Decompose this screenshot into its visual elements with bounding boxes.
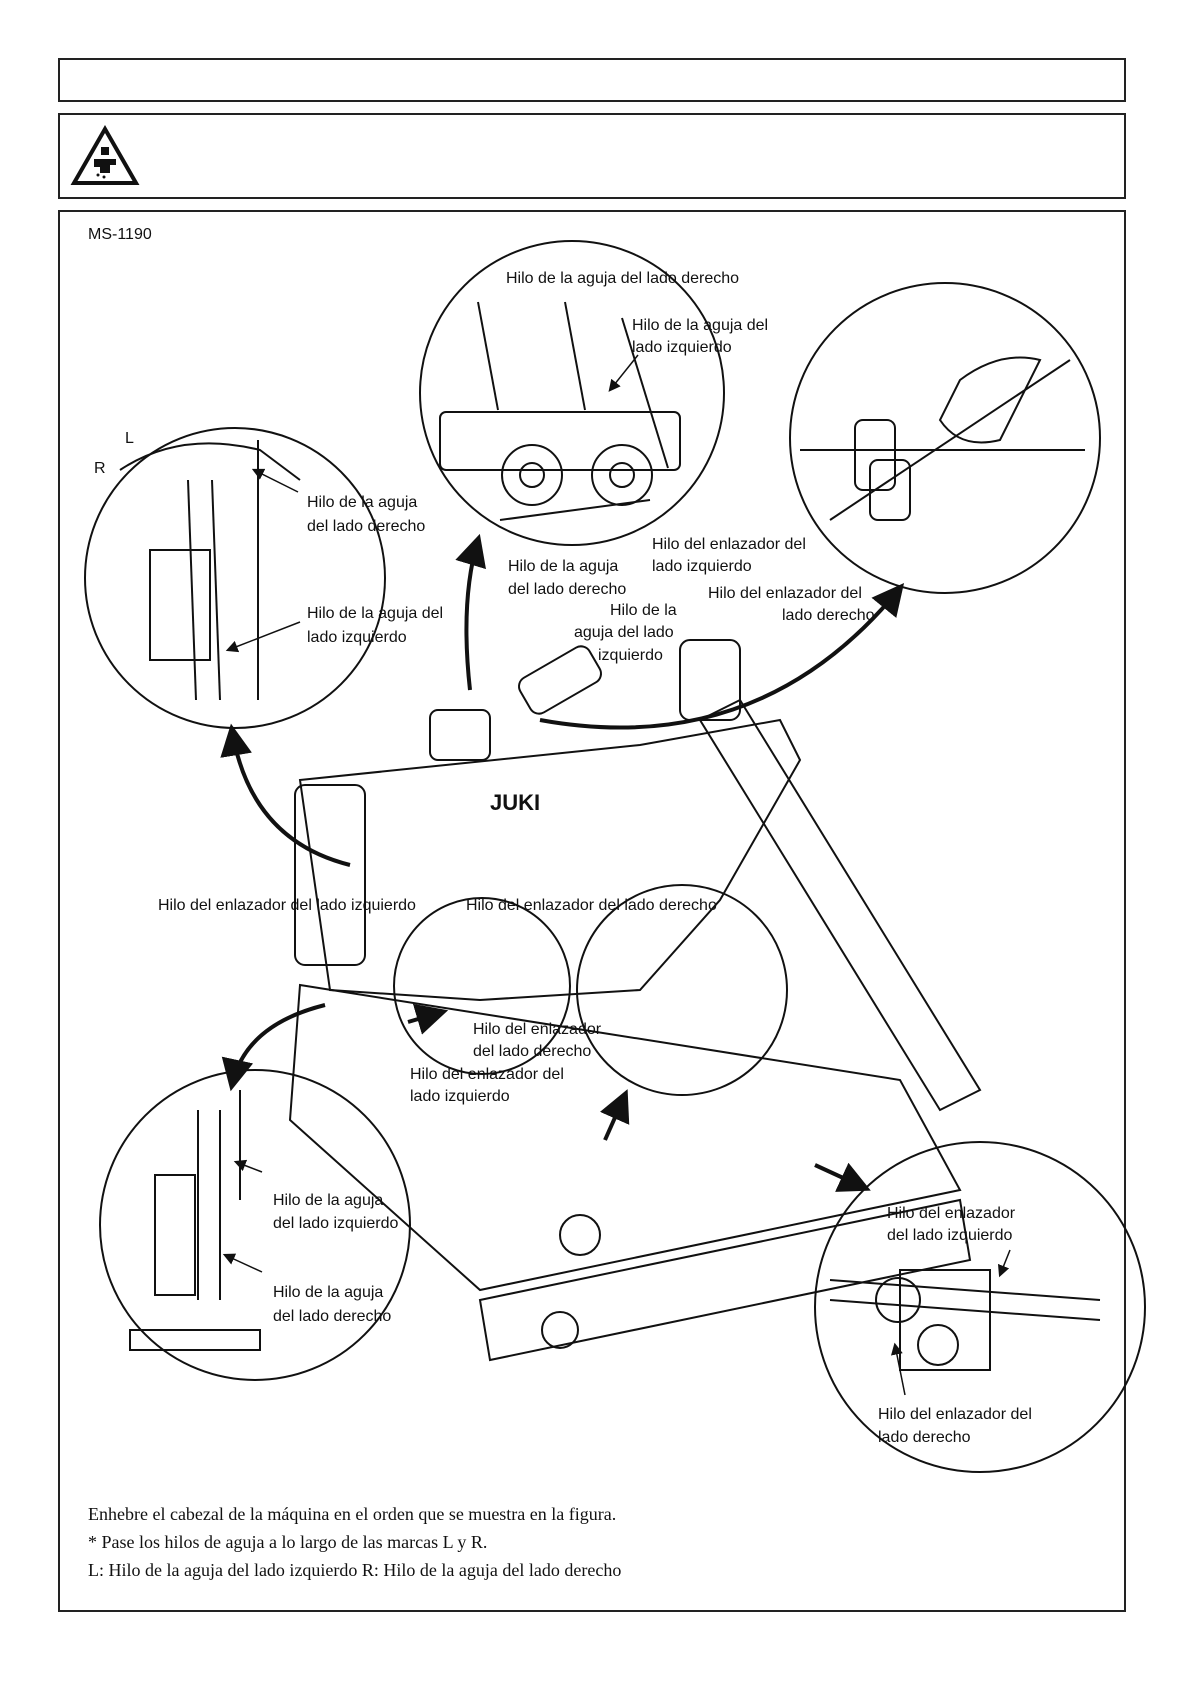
label-left-left-needle-2: lado izquierdo <box>307 629 407 646</box>
label-inner-left-looper-1: Hilo del enlazador del <box>410 1066 564 1083</box>
label-inner-left-looper-2: lado izquierdo <box>410 1088 510 1105</box>
label-mid-right-looper-2: lado derecho <box>782 607 875 624</box>
detail-circle-center <box>393 897 571 1075</box>
label-mid-right-needle-2: del lado derecho <box>508 581 627 598</box>
caption-line-3: L: Hilo de la aguja del lado izquierdo R… <box>88 1560 622 1580</box>
detail-circle-top <box>419 240 725 546</box>
label-bottom-left-left-needle-1: Hilo de la aguja <box>273 1192 384 1209</box>
label-bottom-left-left-needle-2: del lado izquierdo <box>273 1215 399 1232</box>
detail-circle-top-right <box>789 282 1101 594</box>
label-bottom-left-right-needle-1: Hilo de la aguja <box>273 1284 384 1301</box>
label-looper-right-line: Hilo del enlazador del lado derecho <box>466 897 717 914</box>
warning-bar <box>58 113 1126 199</box>
label-bottom-right-right-looper-1: Hilo del enlazador del <box>878 1406 1032 1423</box>
label-top-left-needle-1: Hilo de la aguja del <box>632 317 769 334</box>
label-left-right-needle-1: Hilo de la aguja <box>307 494 418 511</box>
label-mid-right-looper-1: Hilo del enlazador del <box>708 585 862 602</box>
label-inner-right-looper-2: del lado derecho <box>473 1043 592 1060</box>
hand-pinch-warning-icon <box>70 125 140 185</box>
label-bottom-left-right-needle-2: del lado derecho <box>273 1308 392 1325</box>
label-mid-left-needle-1: Hilo de la <box>610 602 677 619</box>
detail-circle-bottom-left <box>99 1069 411 1381</box>
caption-line-1: Enhebre el cabezal de la máquina en el o… <box>88 1504 617 1524</box>
figure-frame <box>58 210 1126 1612</box>
label-looper-left-line: Hilo del enlazador del lado izquierdo <box>158 897 416 914</box>
label-inner-right-looper-1: Hilo del enlazador <box>473 1021 602 1038</box>
label-mid-left-needle-2: aguja del lado <box>574 624 674 641</box>
label-mid-left-needle-3: izquierdo <box>598 647 663 664</box>
label-bottom-right-left-looper-2: del lado izquierdo <box>887 1227 1013 1244</box>
label-bottom-right-right-looper-2: lado derecho <box>878 1429 971 1446</box>
mark-r: R <box>94 460 106 477</box>
brand-logo: JUKI <box>490 790 540 815</box>
caption-line-2: * Pase los hilos de aguja a lo largo de … <box>88 1532 488 1552</box>
label-mid-left-looper-1: Hilo del enlazador del <box>652 536 806 553</box>
mark-l: L <box>125 430 134 447</box>
label-mid-left-looper-2: lado izquierdo <box>652 558 752 575</box>
detail-circle-inner-right <box>576 884 788 1096</box>
title-bar <box>58 58 1126 102</box>
label-left-left-needle-1: Hilo de la aguja del <box>307 605 444 622</box>
model-label: MS-1190 <box>88 226 152 243</box>
label-mid-right-needle-1: Hilo de la aguja <box>508 558 619 575</box>
detail-circle-left <box>84 427 386 729</box>
label-top-left-needle-2: lado izquierdo <box>632 339 732 356</box>
detail-circle-bottom-right <box>814 1141 1146 1473</box>
label-top-right-needle: Hilo de la aguja del lado derecho <box>506 270 740 287</box>
label-bottom-right-left-looper-1: Hilo del enlazador <box>887 1205 1016 1222</box>
label-left-right-needle-2: del lado derecho <box>307 518 426 535</box>
